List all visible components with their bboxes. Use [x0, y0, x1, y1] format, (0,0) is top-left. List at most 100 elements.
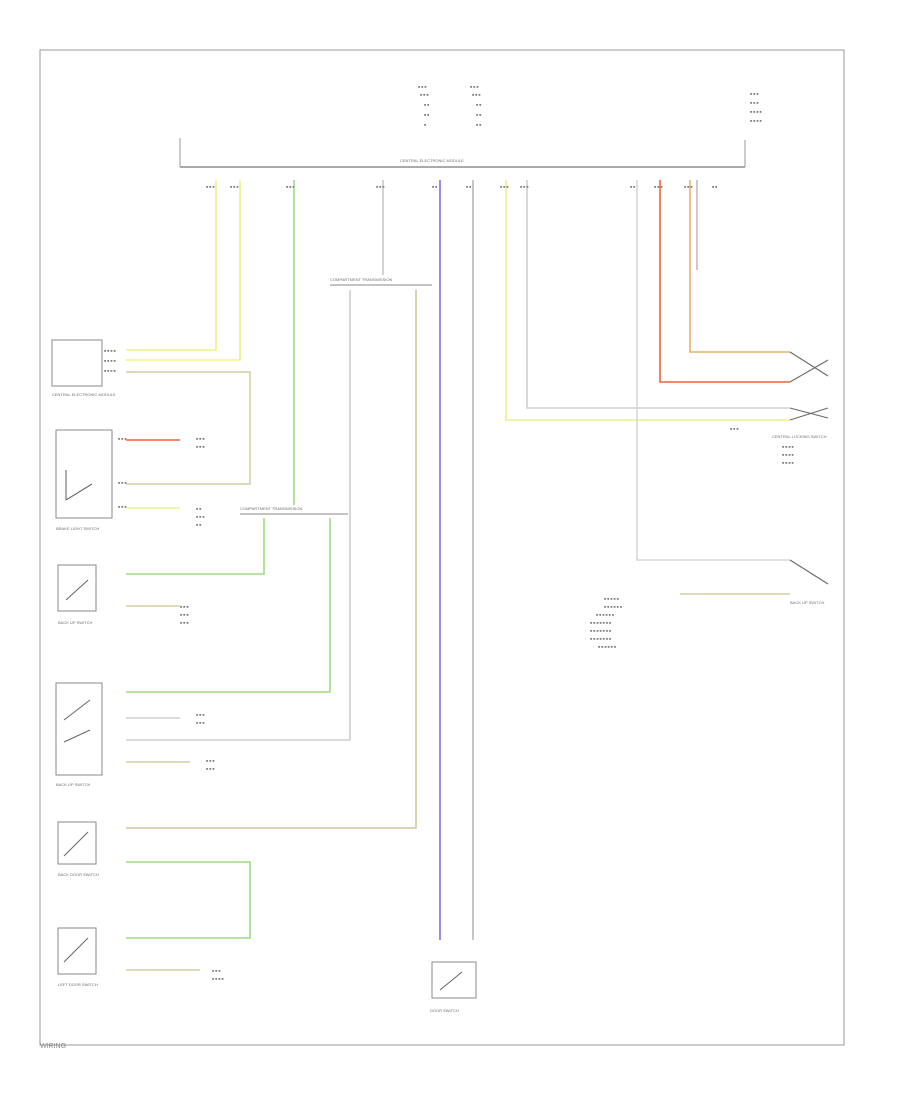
component-brake-light-switch: ■ ■ ■ ■ ■ ■ ■ ■ ■ BRAKE LIGHT SWITCH [55, 429, 127, 531]
svg-text:■ ■ ■: ■ ■ ■ [196, 445, 205, 449]
hub-label: CENTRAL ELECTRONIC MODULE [400, 158, 464, 163]
wire-green [126, 861, 251, 939]
svg-text:■ ■ ■ ■: ■ ■ ■ ■ [104, 369, 116, 373]
svg-text:■ ■ ■ ■: ■ ■ ■ ■ [750, 110, 762, 114]
fuse-block: ■ ■ ■■ ■ ■ ■ ■■ ■■ [418, 85, 429, 127]
bus-wires [126, 180, 790, 940]
svg-text:■ ■ ■ ■: ■ ■ ■ ■ [782, 445, 794, 449]
wire-orange [689, 180, 790, 353]
sub-hub-left: COMPARTMENT TRANSMISSION [126, 506, 348, 693]
svg-text:■ ■ ■ ■: ■ ■ ■ ■ [750, 119, 762, 123]
component-label: BACK UP SWITCH [56, 782, 90, 787]
svg-text:■ ■: ■ ■ [476, 113, 481, 117]
svg-text:■ ■ ■: ■ ■ ■ [118, 481, 127, 485]
svg-text:■ ■: ■ ■ [432, 185, 437, 189]
sub-hub-label: COMPARTMENT TRANSMISSION [240, 506, 302, 511]
svg-text:■ ■: ■ ■ [424, 103, 429, 107]
svg-text:■ ■ ■: ■ ■ ■ [750, 101, 759, 105]
wire-yellow [505, 180, 790, 421]
svg-text:■ ■ ■ ■: ■ ■ ■ ■ [104, 349, 116, 353]
svg-text:■ ■ ■: ■ ■ ■ [472, 93, 481, 97]
svg-text:■ ■: ■ ■ [196, 523, 201, 527]
component-back-up-switch: BACK UP SWITCH [57, 564, 97, 625]
component-central-locking-switch: ■ ■ ■ CENTRAL LOCKING SWITCH ■ ■ ■ ■ ■ ■ … [730, 351, 829, 465]
svg-text:■ ■ ■: ■ ■ ■ [118, 437, 127, 441]
fuse-block: ■ ■ ■ ■ ■ ■ ■ ■ ■ ■ ■ ■ [470, 85, 481, 127]
component-label: BRAKE LIGHT SWITCH [56, 526, 99, 531]
svg-text:■ ■ ■: ■ ■ ■ [180, 605, 189, 609]
svg-text:■ ■ ■ ■: ■ ■ ■ ■ [782, 461, 794, 465]
component-label: DOOR SWITCH [430, 1008, 459, 1013]
svg-text:■ ■ ■: ■ ■ ■ [230, 185, 239, 189]
svg-text:■ ■ ■: ■ ■ ■ [420, 93, 429, 97]
component-label: BACK UP SWITCH [790, 600, 824, 605]
svg-text:■ ■ ■: ■ ■ ■ [286, 185, 295, 189]
component-back-up-switch-3: BACK UP SWITCH [680, 559, 829, 605]
svg-text:■ ■: ■ ■ [476, 123, 481, 127]
svg-text:■ ■ ■: ■ ■ ■ [196, 437, 205, 441]
svg-text:■ ■ ■ ■ ■ ■: ■ ■ ■ ■ ■ ■ [604, 605, 622, 609]
wire-tan [126, 290, 417, 829]
component-back-up-switch-2: BACK UP SWITCH [55, 682, 103, 787]
svg-text:■ ■ ■: ■ ■ ■ [212, 969, 221, 973]
svg-text:■ ■ ■: ■ ■ ■ [196, 721, 205, 725]
component-left-door-switch: LEFT DOOR SWITCH [57, 927, 98, 987]
wire-yellow [126, 180, 217, 351]
component-label: BACK DOOR SWITCH [58, 872, 99, 877]
svg-text:■ ■: ■ ■ [424, 113, 429, 117]
diagram-frame [39, 49, 845, 1046]
svg-text:■ ■ ■: ■ ■ ■ [118, 505, 127, 509]
svg-text:■ ■ ■ ■ ■ ■: ■ ■ ■ ■ ■ ■ [598, 645, 616, 649]
svg-text:■ ■ ■: ■ ■ ■ [206, 767, 215, 771]
wire-tan [126, 371, 251, 485]
component-back-door-switch: BACK DOOR SWITCH [57, 821, 99, 877]
svg-text:■ ■ ■: ■ ■ ■ [180, 613, 189, 617]
svg-text:■ ■ ■ ■ ■ ■ ■: ■ ■ ■ ■ ■ ■ ■ [590, 629, 611, 633]
wire-grey [126, 290, 351, 741]
svg-text:■: ■ [424, 123, 426, 127]
svg-text:■ ■: ■ ■ [476, 103, 481, 107]
svg-text:■ ■ ■ ■: ■ ■ ■ ■ [782, 453, 794, 457]
bus-pins: ■ ■ ■ ■ ■ ■ ■ ■ ■ ■ ■ ■ ■ ■ ■ ■ ■ ■ ■ ■ ■ ■ … [206, 185, 717, 189]
component-door-switch: DOOR SWITCH [430, 961, 477, 1013]
svg-text:■ ■ ■: ■ ■ ■ [196, 515, 205, 519]
central-module-bus: CENTRAL ELECTRONIC MODULE ■ ■ ■ ■ ■ ■ ■ ■… [179, 85, 762, 168]
svg-text:■ ■ ■: ■ ■ ■ [654, 185, 663, 189]
svg-text:■ ■ ■: ■ ■ ■ [684, 185, 693, 189]
svg-text:■ ■ ■: ■ ■ ■ [520, 185, 529, 189]
svg-text:■ ■: ■ ■ [712, 185, 717, 189]
svg-text:■ ■: ■ ■ [466, 185, 471, 189]
component-label: CENTRAL LOCKING SWITCH [772, 434, 827, 439]
svg-text:■ ■ ■: ■ ■ ■ [206, 185, 215, 189]
svg-text:■ ■ ■ ■ ■ ■ ■: ■ ■ ■ ■ ■ ■ ■ [590, 621, 611, 625]
component-label: CENTRAL ELECTRONIC MODULE [52, 392, 116, 397]
svg-text:■ ■ ■ ■: ■ ■ ■ ■ [212, 977, 224, 981]
svg-text:■ ■ ■: ■ ■ ■ [750, 92, 759, 96]
svg-text:■ ■ ■ ■ ■: ■ ■ ■ ■ ■ [604, 597, 619, 601]
component-label: BACK UP SWITCH [58, 620, 92, 625]
wire-green [126, 518, 331, 693]
right-note-block: ■ ■ ■ ■ ■ ■ ■ ■ ■ ■ ■ ■ ■ ■ ■ ■ ■ ■ ■ ■ ■ … [590, 597, 622, 649]
wire-red [659, 180, 790, 383]
svg-text:■ ■: ■ ■ [196, 507, 201, 511]
component-label: LEFT DOOR SWITCH [58, 982, 98, 987]
footer-code: WIRING [40, 1043, 67, 1050]
wire-green [126, 518, 265, 575]
svg-text:■ ■ ■: ■ ■ ■ [206, 759, 215, 763]
svg-text:■ ■ ■: ■ ■ ■ [376, 185, 385, 189]
svg-text:■ ■ ■ ■ ■ ■ ■: ■ ■ ■ ■ ■ ■ ■ [590, 637, 611, 641]
svg-text:■ ■ ■: ■ ■ ■ [180, 621, 189, 625]
svg-text:■ ■ ■: ■ ■ ■ [730, 427, 739, 431]
svg-text:■ ■ ■ ■: ■ ■ ■ ■ [104, 359, 116, 363]
svg-text:■ ■: ■ ■ [630, 185, 635, 189]
wire-grey [526, 180, 790, 409]
wire-grey [636, 180, 790, 561]
svg-text:■ ■ ■: ■ ■ ■ [196, 713, 205, 717]
svg-text:■ ■ ■ ■ ■ ■: ■ ■ ■ ■ ■ ■ [596, 613, 614, 617]
sub-hub-right: COMPARTMENT TRANSMISSION [126, 277, 432, 829]
sub-hub-label: COMPARTMENT TRANSMISSION [330, 277, 392, 282]
svg-text:■ ■ ■: ■ ■ ■ [500, 185, 509, 189]
component-central-module: ■ ■ ■ ■ ■ ■ ■ ■ ■ ■ ■ ■ CENTRAL ELECTRONIC… [51, 339, 116, 397]
svg-text:■ ■ ■: ■ ■ ■ [470, 85, 479, 89]
